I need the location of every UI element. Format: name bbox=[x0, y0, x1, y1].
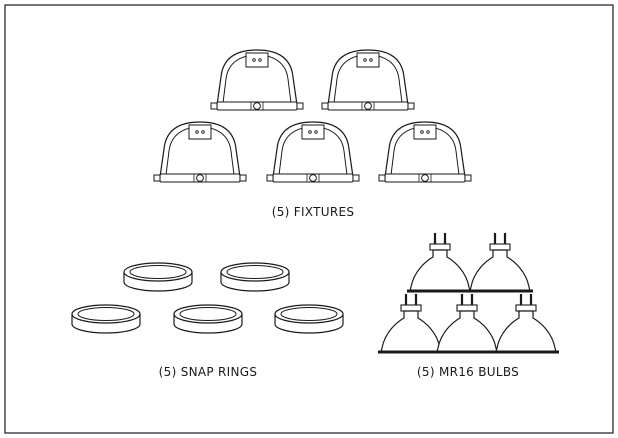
diagram-border bbox=[4, 4, 614, 434]
bulb-5 bbox=[491, 292, 561, 354]
snap-ring-1 bbox=[123, 262, 193, 292]
fixture-5 bbox=[378, 121, 472, 183]
bulb-1 bbox=[405, 231, 475, 293]
bulbs-group bbox=[376, 231, 561, 354]
fixtures-group bbox=[153, 49, 472, 183]
snap-rings-label: (5) SNAP RINGS bbox=[158, 365, 258, 379]
fixture-3 bbox=[153, 121, 247, 183]
fixture-1 bbox=[210, 49, 304, 111]
fixtures-label: (5) FIXTURES bbox=[271, 205, 355, 219]
snap-rings-group bbox=[71, 262, 344, 334]
snap-ring-4 bbox=[173, 304, 243, 334]
snap-ring-2 bbox=[220, 262, 290, 292]
snap-ring-5 bbox=[274, 304, 344, 334]
bulb-3 bbox=[376, 292, 446, 354]
fixture-2 bbox=[321, 49, 415, 111]
bulbs-label: (5) MR16 BULBS bbox=[416, 365, 520, 379]
snap-ring-3 bbox=[71, 304, 141, 334]
bulb-4 bbox=[432, 292, 502, 354]
fixture-4 bbox=[266, 121, 360, 183]
bulb-2 bbox=[465, 231, 535, 293]
